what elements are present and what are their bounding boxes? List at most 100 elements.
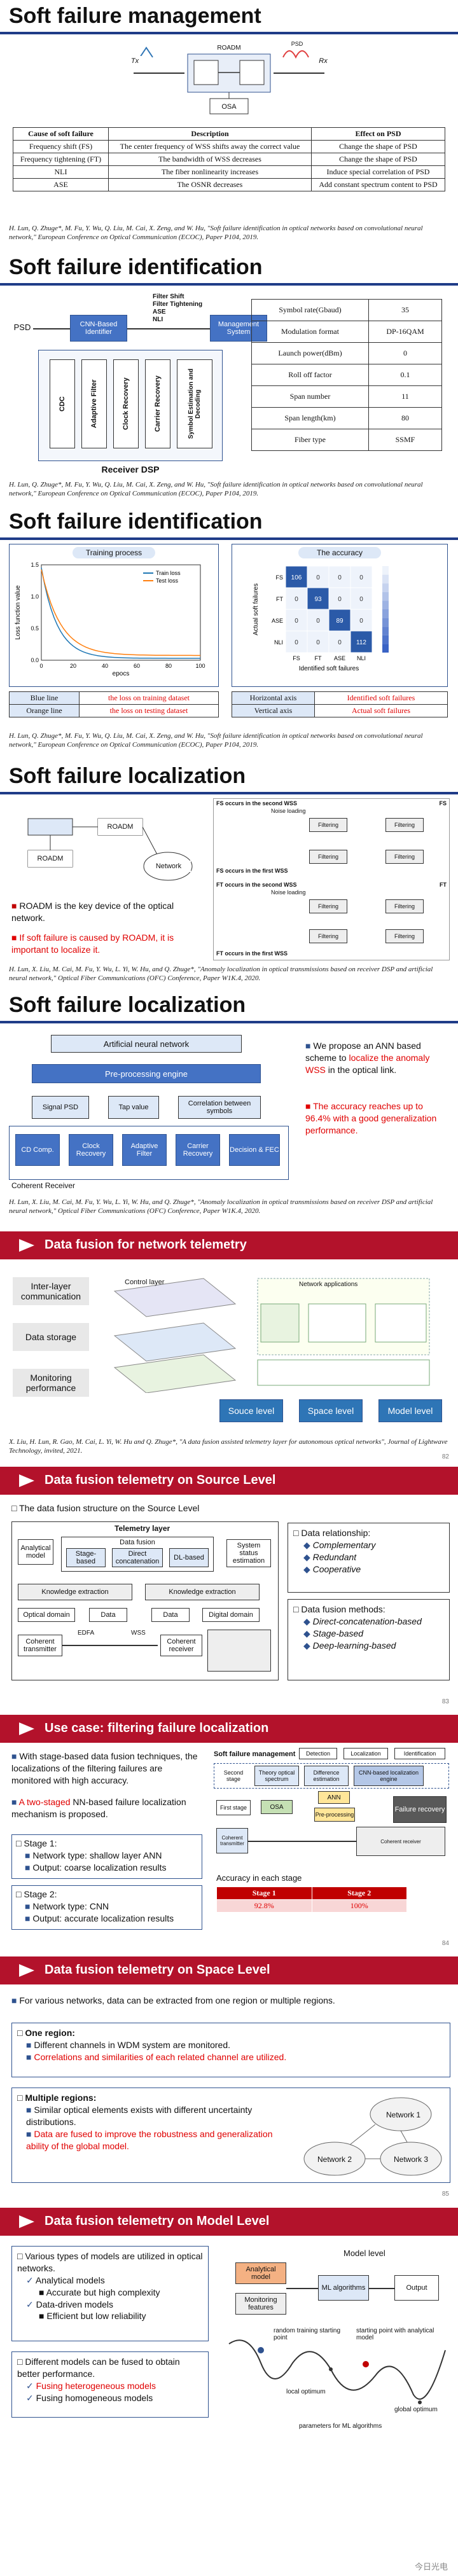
stage-title: Stage 2: <box>24 1889 57 1899</box>
matrix-cell <box>307 609 330 632</box>
bullet-text: With stage-based data fusion techniques,… <box>11 1751 198 1785</box>
method-item: Deep-learning-based <box>312 1640 396 1651</box>
matrix-value: 0 <box>359 618 363 625</box>
failure-item: Filter Shift <box>153 293 184 300</box>
data-label: Data <box>151 1608 190 1622</box>
matrix-cell <box>285 587 308 610</box>
second-stage-label: Second stage <box>216 1768 251 1783</box>
receiver-label: Coherent Receiver <box>11 1181 76 1190</box>
matrix-value: 0 <box>316 639 320 646</box>
osa-label: OSA <box>211 100 247 113</box>
colorbar-segment <box>382 600 389 609</box>
roadm-label: ROADM <box>98 819 142 835</box>
matrix-value: 0 <box>316 618 320 625</box>
dsp-block-adaptive: Adaptive Filter <box>81 359 107 448</box>
model-fusion-item: Fusing heterogeneous models <box>36 2380 156 2391</box>
bullet-text: in the optical link. <box>328 1064 397 1075</box>
bullet-localize: ■ If soft failure is caused by ROADM, it… <box>11 932 174 955</box>
ann-box: ANN <box>318 1791 350 1804</box>
table-cell: Roll off factor <box>251 364 369 386</box>
matrix-y-label: Actual soft failures <box>253 583 260 635</box>
psd-curve <box>282 50 309 59</box>
banner-title: Data fusion for network telemetry <box>45 1238 247 1252</box>
topic-inter-layer: Inter-layer communication <box>13 1277 89 1305</box>
model-type-sub: Accurate but high complexity <box>46 2287 160 2297</box>
model-types-box: □ Various types of models are utilized i… <box>11 2246 209 2341</box>
plot-frame <box>41 564 201 661</box>
banner-title: Use case: filtering failure localization <box>45 1721 269 1735</box>
caption: FT <box>440 882 447 888</box>
stage-based-box: Stage-based <box>66 1548 106 1567</box>
input-correlation: Correlation between symbols <box>178 1096 261 1119</box>
banner-arrow-icon <box>19 1474 34 1487</box>
coherent-transmitter: Coherent transmitter <box>216 1828 248 1853</box>
matrix-value: 0 <box>316 574 320 581</box>
slide-soft-failure-identification-results: Soft failure identification Training pro… <box>0 506 458 760</box>
matrix-cell <box>328 630 351 653</box>
filtering-box: Filtering <box>309 929 347 943</box>
matrix-col-label: FS <box>293 655 300 661</box>
telemetry-layer-label: Telemetry layer <box>114 1524 170 1533</box>
arrow <box>369 2288 394 2289</box>
slide-title: Soft failure localization <box>9 764 246 788</box>
output-box: Output <box>394 2275 439 2301</box>
slide-soft-failure-localization-2: Soft failure localization Artificial neu… <box>0 989 458 1228</box>
table-cell: Change the shape of PSD <box>311 140 445 153</box>
matrix-row-label: ASE <box>272 618 283 624</box>
dsp-label: Clock Recovery <box>122 377 130 431</box>
matrix-value: 0 <box>295 639 298 646</box>
title-underline <box>0 1021 458 1023</box>
colorbar-segment <box>382 618 389 627</box>
table-cell: ASE <box>13 178 109 191</box>
table-cell: The fiber nonlinearity increases <box>108 165 312 179</box>
filtering-box: Filtering <box>385 929 424 943</box>
filtering-box: Filtering <box>385 899 424 913</box>
colorbar-segment <box>382 635 389 644</box>
matrix-value: 0 <box>338 596 342 603</box>
slide-soft-failure-identification: Soft failure identification PSD CNN-Base… <box>0 251 458 506</box>
slide-title: Soft failure management <box>9 4 261 28</box>
citation: H. Lun, Q. Zhuge*, M. Fu, Y. Wu, Q. Liu,… <box>9 732 423 749</box>
soft-failure-table: Cause of soft failure Description Effect… <box>13 127 445 191</box>
matrix-x-label: Identified soft failures <box>299 665 359 672</box>
input-signal-psd: Signal PSD <box>32 1096 89 1119</box>
stage1-box: □ Stage 1: ■ Network type: shallow layer… <box>11 1834 202 1879</box>
slide-data-fusion-telemetry: Data fusion for network telemetry Inter-… <box>0 1228 458 1463</box>
psd-label: PSD <box>11 321 33 333</box>
citation: H. Lun, Q. Zhuge*, M. Fu, Y. Wu, Q. Liu,… <box>9 481 423 498</box>
telemetry-architecture <box>113 1278 430 1393</box>
filtering-box: Filtering <box>309 899 347 913</box>
slide-model-level: Data fusion telemetry on Model Level □ V… <box>0 2204 458 2576</box>
stage-item: Output: coarse localization results <box>32 1862 167 1873</box>
receiver-dsp-label: Receiver DSP <box>89 464 172 475</box>
slide-filtering-failure: Use case: filtering failure localization… <box>0 1711 458 1953</box>
table-row: Span length(km)80 <box>251 407 443 429</box>
analytical-model-box: Analytical model <box>235 2262 286 2284</box>
digital-domain-label: Digital domain <box>202 1608 260 1622</box>
analytical-model-box: Analytical model <box>18 1539 53 1565</box>
slide-space-level: Data fusion telemetry on Space Level ■ F… <box>0 1953 458 2204</box>
caption: Noise loading <box>271 808 306 814</box>
bullet-two-staged: ■ A two-staged NN-based failure localiza… <box>11 1797 186 1819</box>
page-number: 84 <box>441 1940 449 1947</box>
level-model: Model level <box>378 1399 442 1422</box>
x-tick-label: 60 <box>134 663 140 669</box>
citation: X. Liu, H. Lun, R. Gao, M. Cai, L. Yi, W… <box>9 1438 448 1455</box>
dsp-block-symbol: Symbol Estimation and Decoding <box>177 359 212 448</box>
bullet-text: The accuracy reaches up to 96.4% with a … <box>305 1101 437 1135</box>
bullet-text: We propose an ANN based scheme to <box>305 1041 421 1063</box>
panel-title: Training process <box>73 547 155 558</box>
rx-label: Rx <box>316 56 331 66</box>
arrow <box>127 328 210 329</box>
coherent-receiver-frame <box>9 1126 289 1180</box>
table-cell: DP-16QAM <box>368 321 443 343</box>
table-cell: The center frequency of WSS shifts away … <box>108 140 312 153</box>
model-type-item: Data-driven models <box>36 2299 114 2309</box>
stage-item: Output: accurate localization results <box>32 1913 174 1923</box>
